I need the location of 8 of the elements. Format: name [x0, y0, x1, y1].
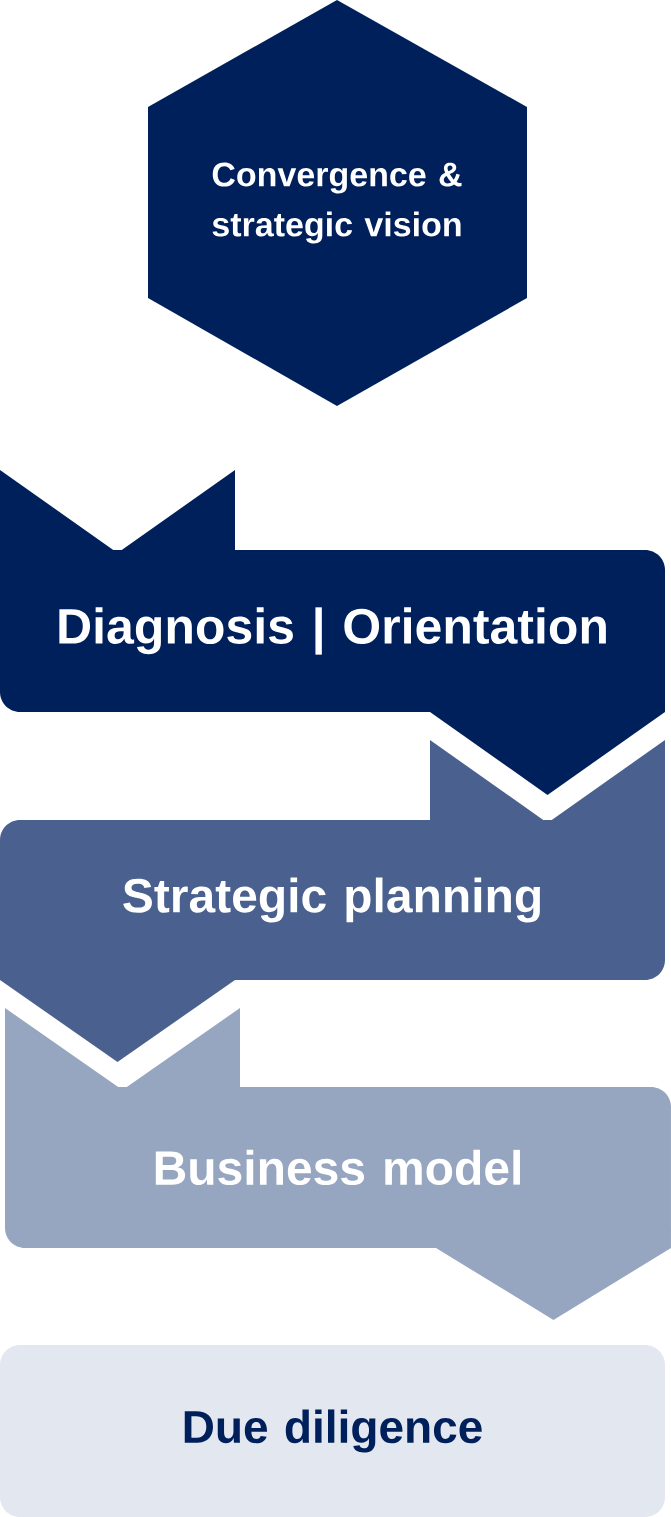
- chevron-arrow: [430, 692, 665, 795]
- chevron-arrow: [0, 960, 235, 1062]
- chevron-arrow: [436, 1228, 671, 1320]
- chevron-box: Strategic planning: [0, 740, 665, 980]
- chevron-box: Business model: [5, 1008, 671, 1248]
- chevron-box: Due diligence: [0, 1345, 665, 1517]
- chevron-box: Diagnosis | Orientation: [0, 470, 665, 712]
- hexagon: Convergence & strategic vision: [148, 0, 527, 406]
